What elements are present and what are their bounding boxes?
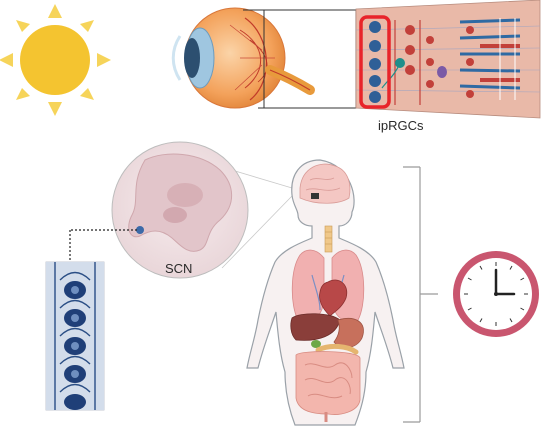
scn-label: SCN [165, 261, 193, 276]
iprgc-label: ipRGCs [378, 118, 424, 133]
human-body-icon [246, 159, 405, 426]
retina-panel [355, 0, 541, 119]
light-beams [108, 43, 195, 77]
scn-connector [69, 229, 137, 262]
eye-icon [171, 7, 315, 109]
sun-icon [0, 4, 111, 116]
body-bracket [403, 166, 438, 423]
iprgc-highlight-box [359, 15, 391, 109]
scn-zoom-bubble [111, 141, 293, 279]
clock-icon [453, 251, 539, 337]
scn-neuron-strip [45, 261, 105, 411]
